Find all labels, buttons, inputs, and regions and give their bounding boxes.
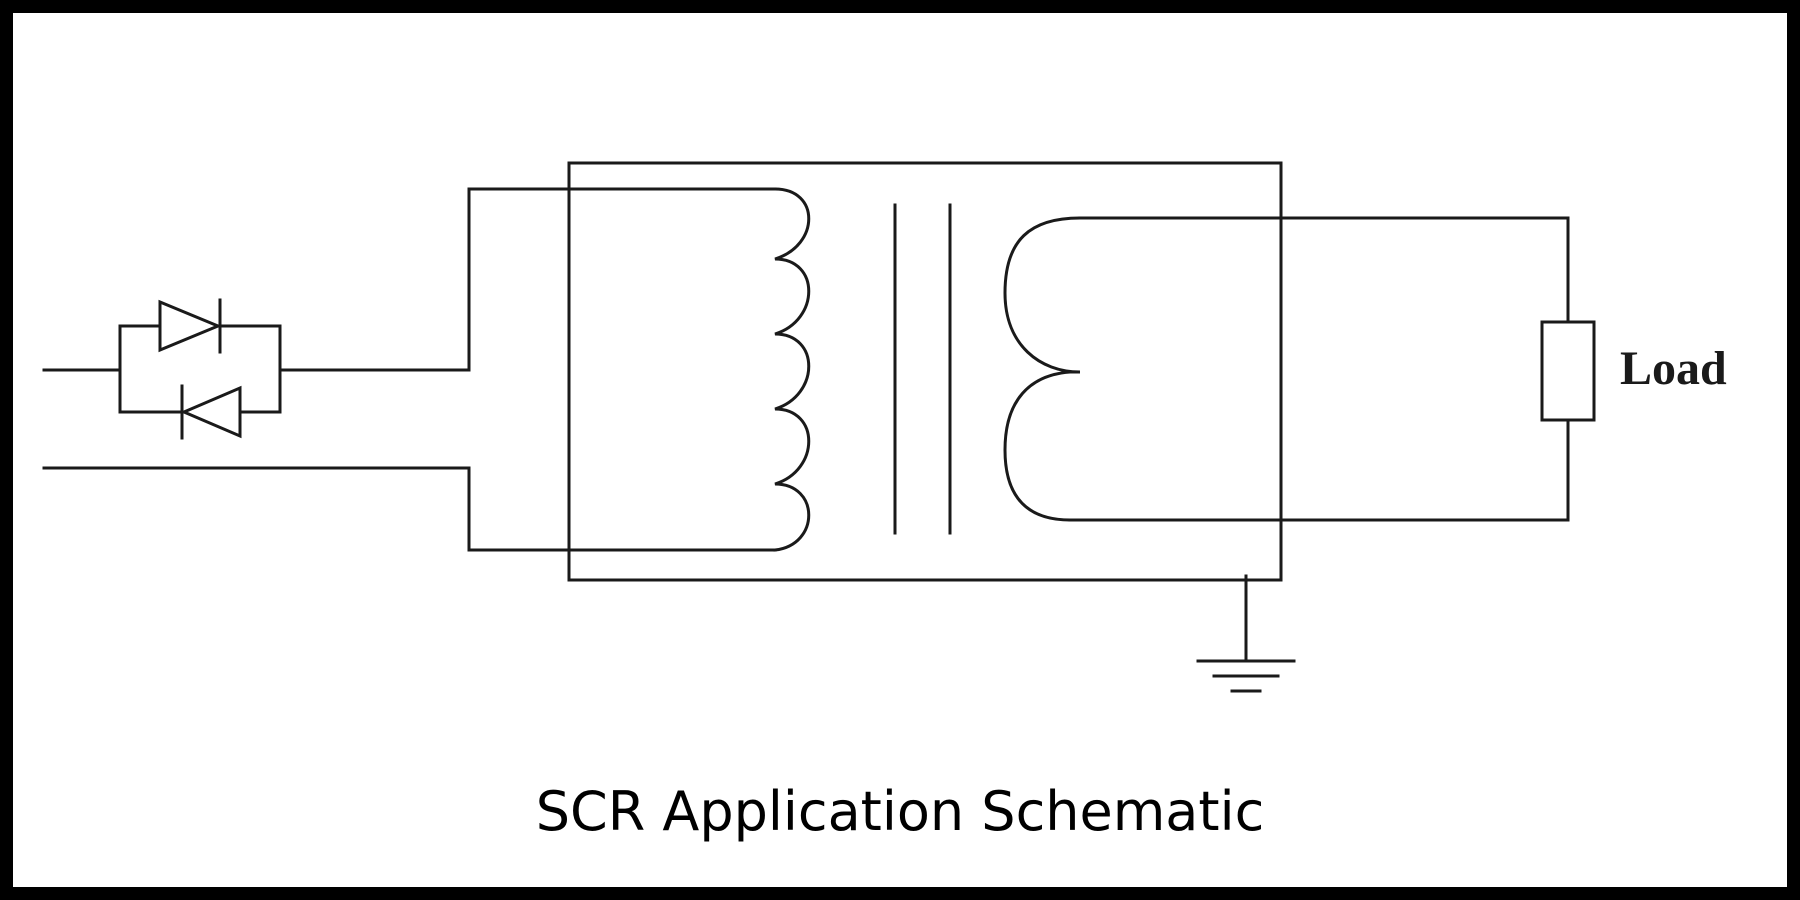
load-bottom-wire — [1068, 418, 1570, 522]
load-label: Load — [1620, 342, 1727, 395]
transformer-enclosure — [567, 161, 1283, 582]
input-wires — [42, 187, 777, 552]
diagram-panel — [13, 13, 1787, 887]
load-resistor-icon — [1540, 320, 1596, 422]
scr-lower-diode-icon — [180, 384, 242, 440]
load-top-wire — [1078, 216, 1570, 324]
primary-winding-icon — [768, 187, 811, 552]
scr-pair — [118, 298, 282, 440]
iron-core-icon — [893, 203, 952, 535]
secondary-winding-icon — [1003, 216, 1082, 522]
ground-icon — [1196, 574, 1296, 693]
input-bottom-wire — [42, 466, 777, 552]
diagram-caption: SCR Application Schematic — [535, 780, 1265, 843]
scr-upper-diode-icon — [158, 298, 222, 354]
scr-output-wire — [278, 187, 777, 372]
